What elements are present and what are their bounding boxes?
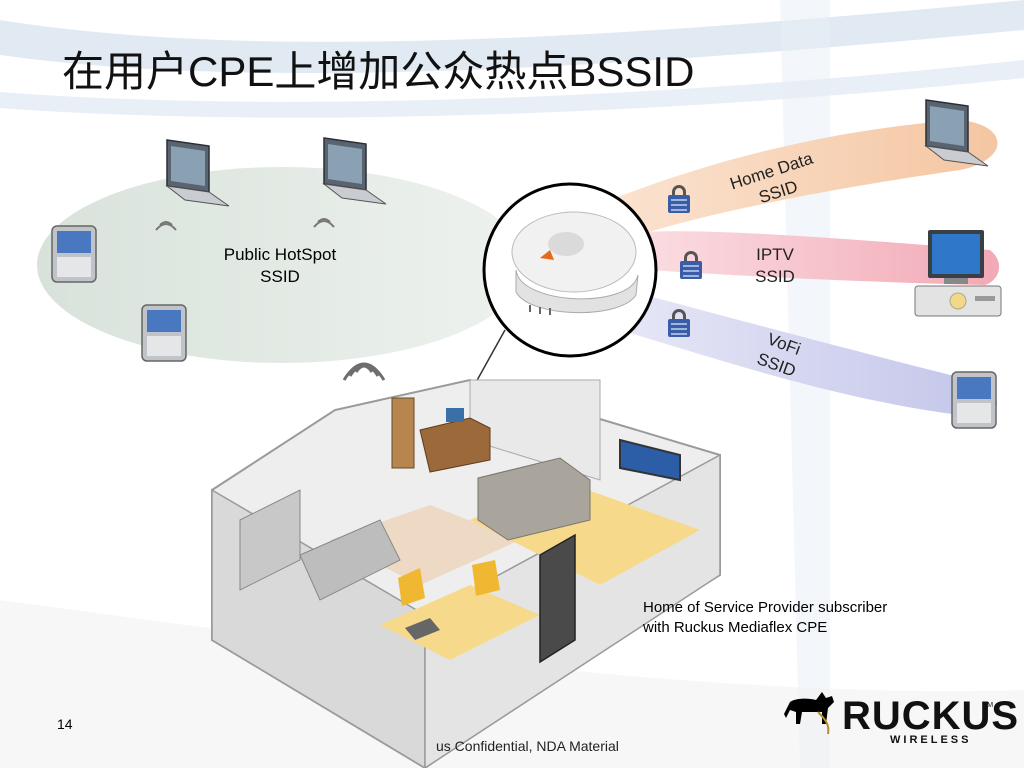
confidential-footer: us Confidential, NDA Material — [436, 738, 619, 754]
page-number: 14 — [57, 716, 73, 732]
lock-icon — [668, 309, 690, 337]
smartphone-icon — [51, 225, 97, 283]
laptop-icon — [322, 137, 387, 205]
iptv-beam — [640, 231, 1000, 285]
home-illustration — [211, 378, 721, 768]
tv-icon — [928, 230, 984, 284]
title-part: CPE — [188, 48, 275, 95]
home-caption: Home of Service Provider subscriber with… — [643, 598, 887, 638]
label-line: IPTV — [756, 245, 794, 264]
vofi-beam — [620, 295, 998, 416]
laptop-icon — [165, 139, 230, 207]
lock-icon — [668, 185, 690, 213]
home-data-beam — [610, 120, 998, 235]
wifi-signal-icon — [342, 362, 386, 381]
smartphone-icon — [141, 304, 187, 362]
label-line: SSID — [260, 267, 300, 286]
trademark-mark: TM — [983, 702, 994, 709]
ruckus-wordmark-sub: WIRELESS — [890, 734, 972, 746]
smartphone-icon — [951, 371, 997, 429]
label-line: Public HotSpot — [223, 245, 337, 264]
title-part: BSSID — [568, 48, 695, 95]
title-part: 在用户 — [62, 47, 189, 96]
caption-line: with Ruckus Mediaflex CPE — [643, 619, 828, 636]
iptv-label: IPTV SSID — [715, 244, 835, 288]
laptop-icon — [924, 99, 989, 167]
lock-icon — [680, 251, 702, 279]
wifi-signal-icon — [155, 218, 335, 231]
label-line: SSID — [755, 267, 795, 286]
caption-line: Home of Service Provider subscriber — [643, 599, 888, 616]
ruckus-wordmark: RUCKUS — [842, 694, 1020, 738]
public-hotspot-label: Public HotSpot SSID — [205, 244, 355, 288]
set-top-box-icon — [914, 285, 1002, 317]
title-part: 上增加公众热点 — [274, 47, 569, 96]
page-title: 在用户CPE上增加公众热点BSSID — [62, 38, 694, 99]
cpe-device-callout — [482, 182, 658, 358]
ruckus-dog-logo — [784, 692, 834, 735]
